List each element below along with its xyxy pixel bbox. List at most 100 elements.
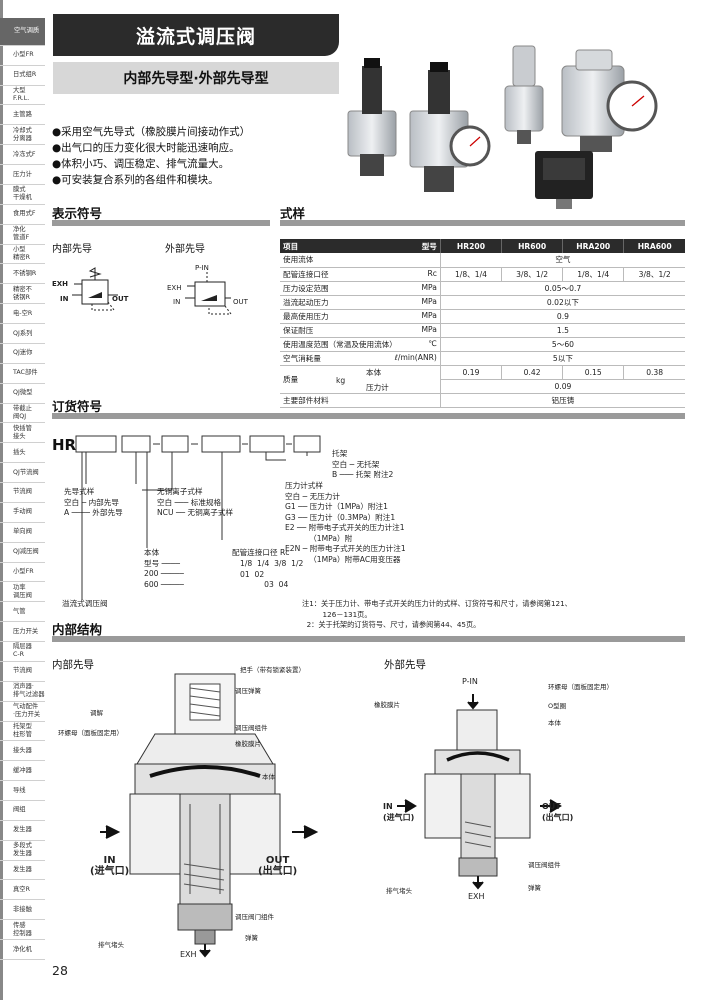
- sidebar-item[interactable]: 真空R: [0, 881, 45, 901]
- spec-header-item: 项目: [283, 241, 299, 251]
- ext-label-spring: 弹簧: [528, 884, 541, 892]
- sidebar-item[interactable]: 快插管 接头: [0, 423, 45, 444]
- spec-col-header: HRA200: [562, 239, 624, 253]
- spec-cell: 0.05～0.7: [439, 281, 685, 296]
- sidebar-item[interactable]: 气管: [0, 602, 45, 623]
- order-pilot-options: 先导式样 空白 ─ 内部先导 A ──── 外部先导: [64, 487, 123, 517]
- spec-col-header: HR600: [501, 239, 563, 253]
- sidebar-item[interactable]: 空气调质: [0, 18, 45, 46]
- sidebar-item[interactable]: 阀组: [0, 801, 45, 821]
- spec-table: 项目 型号 HR200 HR600 HRA200 HRA600 使用流体空气配管…: [280, 239, 685, 408]
- exh-label: EXH: [167, 284, 181, 292]
- page-title: 溢流式调压阀: [53, 14, 339, 56]
- sidebar-item[interactable]: 单向阀: [0, 523, 45, 543]
- sidebar-item[interactable]: 发生器: [0, 861, 45, 881]
- sidebar-item[interactable]: 隔层器 C-R: [0, 642, 45, 662]
- order-bracket-options: 托架 空白 ─ 无托架 B ─── 托架 附注2: [332, 449, 394, 479]
- sidebar-item[interactable]: 主管路: [0, 105, 45, 126]
- sidebar-item[interactable]: 净化机: [0, 940, 45, 960]
- feature-list: ●采用空气先导式（橡胶膜片间接动作式） ●出气口的压力变化很大时能迅速响应。 ●…: [52, 124, 250, 188]
- sidebar-item[interactable]: 冷却式 分离器: [0, 125, 45, 146]
- out-label: OUT: [233, 298, 249, 306]
- label-out: OUT (出气口): [258, 855, 298, 877]
- sidebar-item[interactable]: 手动阀: [0, 503, 45, 523]
- sidebar-item[interactable]: 小型 精密R: [0, 245, 45, 265]
- sidebar-item[interactable]: 节流阀: [0, 662, 45, 682]
- sidebar-item[interactable]: 大型 F.R.L.: [0, 86, 45, 106]
- sidebar-accent-bar: [0, 0, 3, 1000]
- section-divider: [52, 636, 685, 642]
- sidebar-item[interactable]: QJ微型: [0, 384, 45, 404]
- sidebar-item[interactable]: 插头: [0, 443, 45, 464]
- sidebar-item[interactable]: 食用式F: [0, 205, 45, 225]
- ext-label-diaphragm: 橡胶膜片: [374, 701, 400, 709]
- spec-row-unit: MPa: [421, 324, 437, 334]
- sidebar-item[interactable]: 日式组R: [0, 66, 45, 86]
- spec-row-label: 最高使用压力: [283, 311, 329, 321]
- sidebar-item[interactable]: QJ减压阀: [0, 543, 45, 563]
- sidebar-item[interactable]: 非接触: [0, 900, 45, 921]
- product-photos: [347, 45, 658, 209]
- spec-row-label: 使用流体: [283, 255, 314, 265]
- spec-row-label: 空气消耗量: [283, 353, 321, 363]
- order-ion-options: 无铜离子式样 空白 ─── 标准规格 NCU ── 无铜离子式样: [157, 487, 234, 517]
- spec-row-unit: MPa: [421, 310, 437, 320]
- sidebar-item[interactable]: 接头器: [0, 741, 45, 762]
- ext-label-out: OUT (出气口): [542, 802, 574, 822]
- spec-cell: 1/8、1/4: [562, 267, 624, 282]
- sidebar-item[interactable]: 净化 管道F: [0, 225, 45, 245]
- sidebar-item[interactable]: 消声器· 排气过滤器: [0, 682, 45, 702]
- spec-col-header: HRA600: [623, 239, 685, 253]
- ext-label-pin: P-IN: [462, 677, 478, 686]
- sidebar-item[interactable]: 小型FR: [0, 46, 45, 66]
- spec-row-sublabel: 压力计: [366, 382, 389, 392]
- sidebar-item[interactable]: 节流阀: [0, 483, 45, 503]
- spec-cell: 铝压铸: [439, 393, 685, 408]
- spec-cell: 空气: [439, 253, 685, 268]
- section-divider: [52, 413, 685, 419]
- sidebar-item[interactable]: 气动配件 ·压力开关: [0, 702, 45, 722]
- sidebar-item[interactable]: 传感 控制器: [0, 920, 45, 941]
- sidebar-item[interactable]: 多段式 发生器: [0, 841, 45, 861]
- spec-row-label: 压力设定范围: [283, 283, 329, 293]
- sidebar-item[interactable]: 带截止 阀QJ: [0, 404, 45, 424]
- feature-item: ●体积小巧、调压稳定、排气流量大。: [52, 158, 230, 170]
- sidebar-item[interactable]: 压力开关: [0, 622, 45, 643]
- order-product-name: 溢流式调压阀: [62, 599, 108, 608]
- section-divider: [52, 220, 270, 226]
- ext-label-exhaust: 排气堵头: [386, 887, 412, 895]
- sidebar-item[interactable]: 不锈钢R: [0, 264, 45, 285]
- sidebar-item[interactable]: TAC部件: [0, 364, 45, 384]
- sidebar-item[interactable]: QJ系列: [0, 324, 45, 344]
- order-code-diagram: [75, 435, 321, 600]
- sidebar-item[interactable]: QJ迷你: [0, 344, 45, 364]
- sidebar-item[interactable]: QJ节流阀: [0, 463, 45, 484]
- sidebar-item[interactable]: 膜式 干燥机: [0, 185, 45, 205]
- feature-item: ●可安装复合系列的各组件和模块。: [52, 174, 219, 186]
- spec-cell: 0.9: [439, 309, 685, 324]
- sidebar-item[interactable]: 冷冻式F: [0, 145, 45, 166]
- sidebar-item[interactable]: 缓冲器: [0, 761, 45, 782]
- sidebar-item[interactable]: 电-空R: [0, 304, 45, 325]
- sidebar-item[interactable]: 托架型 柱形管: [0, 722, 45, 742]
- sidebar-item[interactable]: 发生器: [0, 821, 45, 841]
- spec-row-mass-gauge: 0.09: [280, 379, 685, 394]
- sidebar-item[interactable]: 导线: [0, 781, 45, 801]
- spec-row-label: 主要部件材料: [280, 393, 441, 408]
- order-notes: 注1：关于压力计、带电子式开关的压力计的式样、订货符号和尺寸，请参阅第121、 …: [302, 599, 572, 629]
- spec-row-label: 使用温度范围（常温及使用流体）: [283, 339, 397, 349]
- spec-cell: 0.09: [439, 379, 685, 394]
- label-bracket-ring: 环螺母（面板固定用）: [58, 729, 123, 737]
- spec-row-unit: MPa: [421, 282, 437, 292]
- order-port-sizes: 1/8 1/4 3/8 1/2 01 02 03 04: [240, 559, 304, 589]
- sidebar-item[interactable]: 小型FR: [0, 563, 45, 583]
- spec-col-header: HR200: [439, 239, 502, 253]
- sidebar-item[interactable]: 精密不 锈钢R: [0, 284, 45, 305]
- out-label: OUT: [112, 295, 129, 303]
- sidebar-item[interactable]: 功率 调压阀: [0, 582, 45, 603]
- section-divider: [280, 220, 685, 226]
- sidebar-item[interactable]: 压力计: [0, 165, 45, 185]
- spec-cell: 1.5: [439, 323, 685, 338]
